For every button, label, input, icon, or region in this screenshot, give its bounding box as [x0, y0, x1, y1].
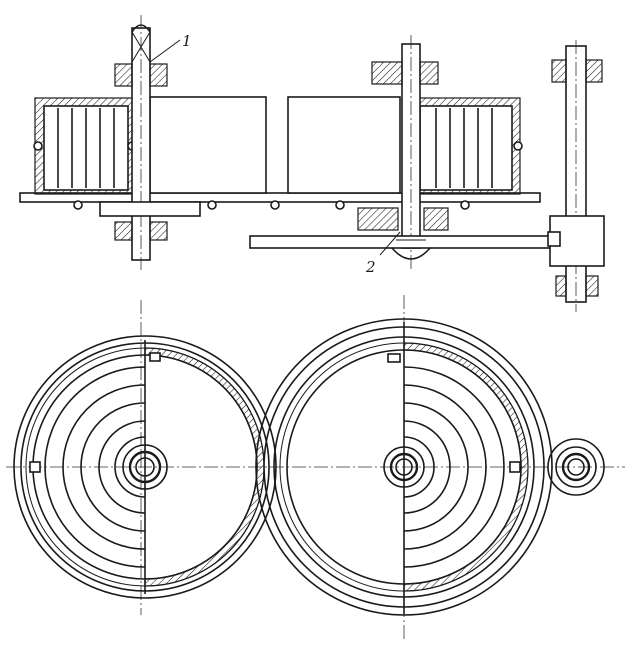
bearing	[423, 207, 449, 231]
shaft-1	[131, 15, 151, 270]
side-view-shaft	[547, 40, 605, 312]
lever-2	[249, 235, 551, 260]
left-drum	[149, 96, 267, 194]
lower-hub	[99, 201, 201, 217]
right-drum	[287, 96, 401, 194]
left-wheel	[13, 335, 277, 599]
right-spring-housing	[410, 97, 523, 195]
bearing	[149, 63, 168, 87]
base-plate	[19, 192, 541, 203]
callout-2: 2	[365, 258, 376, 276]
section-view: 1 2	[19, 15, 605, 312]
right-shaft	[401, 35, 421, 270]
callout-2-leader	[379, 231, 401, 256]
callout-1: 1	[182, 32, 192, 50]
bearing	[149, 221, 168, 241]
small-gear	[547, 438, 605, 496]
right-wheel	[255, 318, 553, 616]
bearing	[114, 221, 133, 241]
bearing	[419, 61, 439, 85]
bearing	[371, 61, 403, 85]
bearing	[114, 63, 133, 87]
rivets	[73, 200, 470, 210]
callout-1-leader	[149, 39, 181, 63]
left-spring-housing	[33, 97, 137, 195]
bearing	[357, 207, 399, 231]
